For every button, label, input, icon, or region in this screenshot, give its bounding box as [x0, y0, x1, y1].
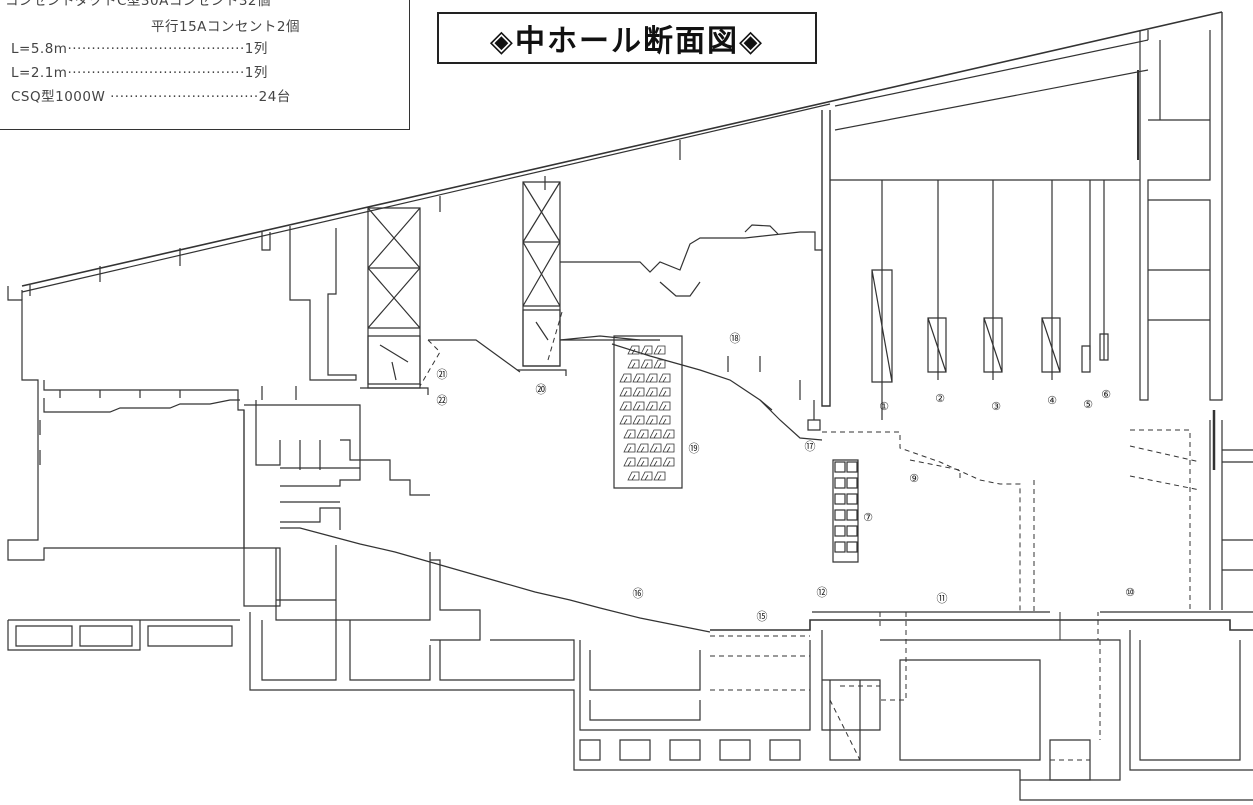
marker-label-1: ① — [879, 400, 889, 413]
left-wall — [7, 286, 245, 561]
marker-label-11: ⑪ — [937, 592, 948, 605]
marker-label-7: ⑦ — [863, 511, 873, 524]
marker-label-12: ⑫ — [817, 586, 828, 599]
roof-inner-line — [834, 39, 1149, 107]
marker-label-19: ⑲ — [689, 442, 700, 455]
marker-label-17: ⑰ — [805, 440, 816, 453]
marker-label-18: ⑱ — [730, 332, 741, 345]
marker-label-16: ⑯ — [633, 587, 644, 600]
seat-grid — [619, 345, 675, 481]
marker-label-10: ⑩ — [1125, 586, 1135, 599]
marker-label-22: ㉒ — [437, 394, 448, 407]
title-box: ◈中ホール断面図◈ — [437, 12, 817, 64]
legend-line: コンセントダクトC型30Aコンセント32個 — [5, 0, 272, 9]
marker-label-3: ③ — [991, 400, 1001, 413]
stage-floor — [710, 619, 1253, 631]
side-light-stack — [832, 459, 859, 563]
legend-line: L=5.8m··································… — [11, 41, 268, 57]
legend-line: 平行15Aコンセント2個 — [151, 19, 301, 35]
marker-label-21: ㉑ — [437, 368, 448, 381]
page-title: ◈中ホール断面図◈ — [489, 24, 765, 59]
catwalk-tower-left — [367, 207, 421, 389]
marker-label-15: ⑮ — [757, 610, 768, 623]
roof-line — [21, 11, 1223, 287]
side-light-units — [834, 461, 858, 553]
legend-line: CSQ型1000W ······························… — [11, 89, 291, 105]
marker-label-6: ⑥ — [1101, 388, 1111, 401]
raked-seating-line — [280, 527, 711, 633]
marker-label-5: ⑤ — [1083, 398, 1093, 411]
stage-house-wall — [821, 110, 831, 407]
seating-block — [613, 335, 683, 489]
marker-label-4: ④ — [1047, 394, 1057, 407]
legend-box: コンセントダクトC型30Aコンセント32個 平行15Aコンセント2個 L=5.8… — [0, 0, 410, 130]
marker-label-2: ② — [935, 392, 945, 405]
marker-label-20: ⑳ — [536, 383, 547, 396]
legend-line: L=2.1m··································… — [11, 65, 268, 81]
marker-label-9: ⑨ — [909, 472, 919, 485]
proscenium-curve — [611, 343, 823, 441]
